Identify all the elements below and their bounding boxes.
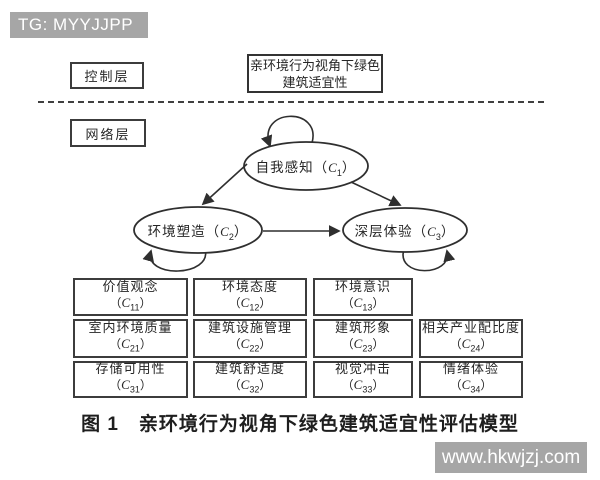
self-loop-c3	[402, 248, 456, 272]
goal-box-line1: 亲环境行为视角下绿色	[249, 57, 380, 73]
network-layer-label: 网络层	[85, 126, 131, 142]
figure-caption: 图 1 亲环境行为视角下绿色建筑适宜性评估模型	[81, 414, 519, 435]
watermark-site-banner: www.hkwjzj.com	[435, 442, 587, 473]
network-layer-box: 网络层	[70, 119, 146, 147]
ellipse-node-c2	[133, 206, 263, 254]
grid-cell-c12: 环境态度 （C12）	[193, 278, 307, 316]
arrow-c1-to-c3	[350, 181, 402, 207]
grid-cell-c21: 室内环境质量 （C21）	[73, 319, 188, 358]
grid-cell-c32: 建筑舒适度 （C32）	[193, 361, 307, 398]
grid-cell-c11: 价值观念 （C11）	[73, 278, 188, 316]
grid-cell-c31: 存储可用性 （C31）	[73, 361, 188, 398]
node-label-c2: 环境塑造（C2）	[147, 224, 249, 242]
layer-separator-dashed-line	[38, 101, 544, 103]
self-loop-c1	[260, 115, 314, 148]
grid-cell-c24: 相关产业配比度 （C24）	[419, 319, 523, 358]
watermark-site-text: www.hkwjzj.com	[441, 446, 581, 468]
control-layer-label: 控制层	[84, 69, 130, 84]
control-layer-box: 控制层	[70, 62, 144, 89]
watermark-tg-text: TG: MYYJJPP	[18, 15, 134, 34]
grid-cell-c23: 建筑形象 （C23）	[313, 319, 413, 358]
ellipse-node-c3	[342, 207, 468, 253]
self-loop-c2	[142, 248, 207, 272]
node-label-c1: 自我感知（C1）	[255, 160, 357, 178]
grid-cell-c13: 环境意识 （C13）	[313, 278, 413, 316]
goal-box-line2: 建筑适宜性	[282, 74, 348, 90]
watermark-tg-banner: TG: MYYJJPP	[10, 12, 148, 38]
grid-cell-c33: 视觉冲击 （C33）	[313, 361, 413, 398]
grid-cell-c34: 情绪体验 （C34）	[419, 361, 523, 398]
node-label-c3: 深层体验（C3）	[354, 224, 456, 242]
grid-cell-c22: 建筑设施管理 （C22）	[193, 319, 307, 358]
arrow-c1-to-c2	[201, 163, 248, 206]
goal-box: 亲环境行为视角下绿色 建筑适宜性	[247, 54, 383, 93]
